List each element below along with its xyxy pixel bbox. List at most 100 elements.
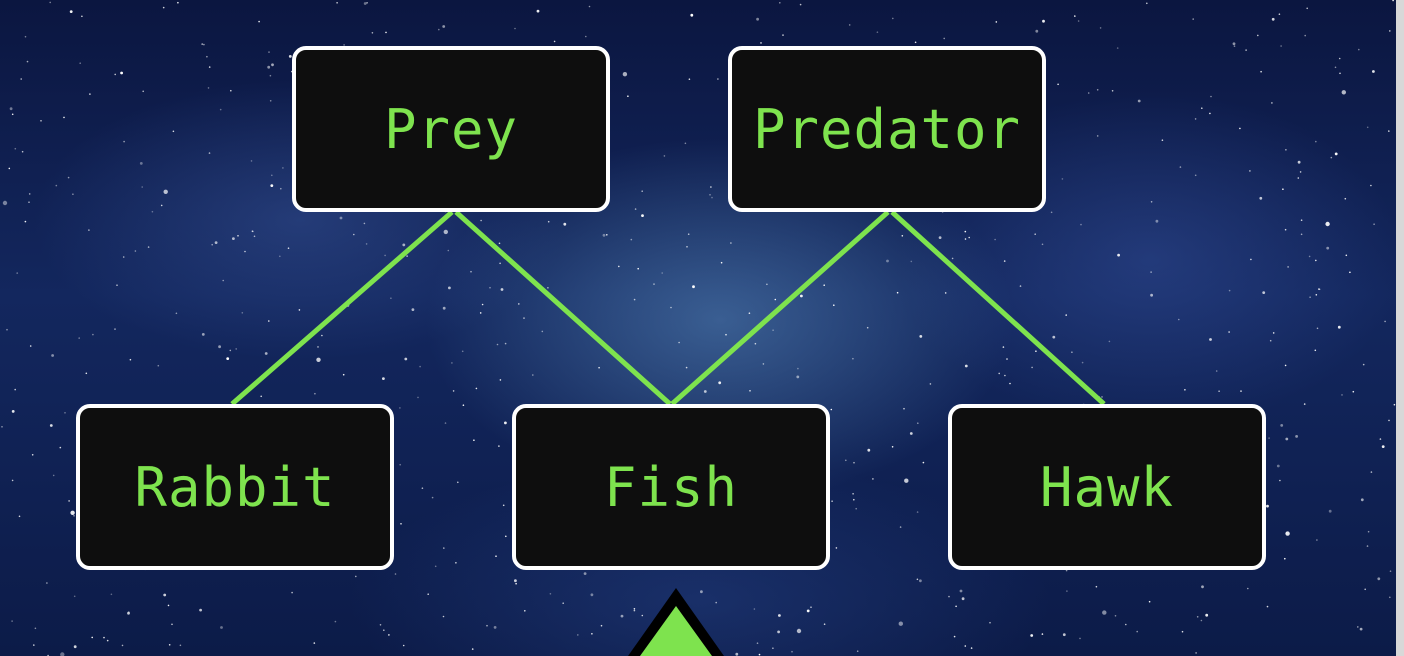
star <box>1266 605 1269 608</box>
star <box>26 60 29 63</box>
star <box>1266 504 1269 508</box>
star <box>334 620 337 623</box>
star <box>68 500 70 502</box>
star <box>162 6 165 9</box>
star <box>1285 149 1287 151</box>
star <box>1080 223 1082 226</box>
star <box>443 547 445 549</box>
star <box>1179 166 1182 168</box>
star <box>1339 72 1341 75</box>
star <box>160 204 163 207</box>
star <box>1030 634 1034 637</box>
star <box>772 329 774 332</box>
star <box>18 515 21 518</box>
star <box>298 309 301 311</box>
star <box>1278 13 1281 15</box>
star <box>1034 233 1036 235</box>
star <box>1358 48 1360 51</box>
star <box>55 184 58 187</box>
star <box>585 35 587 38</box>
star <box>128 611 130 613</box>
star <box>541 330 544 333</box>
star <box>385 31 387 34</box>
star <box>11 479 14 482</box>
star <box>207 87 210 89</box>
star <box>1002 346 1005 348</box>
star <box>103 636 105 639</box>
star <box>799 3 802 6</box>
star <box>383 629 385 631</box>
star <box>260 395 263 398</box>
star <box>1066 590 1068 592</box>
star <box>1111 90 1114 92</box>
star <box>1155 219 1159 223</box>
star <box>151 210 154 213</box>
star <box>1057 83 1059 86</box>
star <box>1364 588 1366 591</box>
star <box>2 200 8 206</box>
star <box>1295 435 1298 438</box>
star <box>964 364 968 368</box>
star <box>715 601 717 604</box>
star <box>471 648 474 650</box>
star <box>779 2 781 4</box>
star <box>1328 509 1332 513</box>
star <box>835 547 838 549</box>
star <box>1087 92 1090 94</box>
star <box>40 120 42 122</box>
star <box>766 283 768 286</box>
star <box>627 95 629 97</box>
star <box>1 426 3 428</box>
star <box>1284 228 1287 231</box>
star <box>14 388 16 391</box>
star <box>810 606 812 608</box>
star <box>856 650 859 652</box>
star <box>964 230 967 233</box>
star <box>909 432 913 435</box>
star <box>782 34 784 36</box>
star <box>73 515 75 517</box>
star <box>1341 90 1347 95</box>
star <box>79 62 81 64</box>
star <box>831 500 833 503</box>
star <box>316 357 321 362</box>
star <box>1315 259 1317 262</box>
star <box>1218 390 1220 393</box>
star <box>1233 45 1236 47</box>
star <box>943 37 945 40</box>
star <box>749 390 751 392</box>
node-prey-label: Prey <box>383 97 519 161</box>
star <box>502 504 505 507</box>
star <box>353 233 355 236</box>
star <box>961 597 965 601</box>
edge-prey-rabbit <box>230 210 454 406</box>
star <box>995 21 998 23</box>
star <box>896 291 899 294</box>
star <box>748 312 751 315</box>
star <box>1194 118 1197 120</box>
star <box>830 408 833 411</box>
star <box>944 292 947 294</box>
star <box>1161 139 1164 141</box>
star <box>964 645 967 647</box>
star <box>690 13 694 17</box>
star <box>867 448 871 452</box>
star <box>250 160 253 162</box>
star <box>481 303 484 306</box>
node-rabbit-label: Rabbit <box>134 455 336 519</box>
star <box>172 130 175 133</box>
star <box>46 582 48 584</box>
star <box>852 493 854 495</box>
star <box>11 620 13 622</box>
star <box>1240 390 1242 392</box>
star <box>1250 258 1252 261</box>
star <box>904 478 909 483</box>
star <box>1334 152 1338 156</box>
star <box>457 481 459 484</box>
star <box>1201 585 1204 589</box>
star <box>547 220 550 223</box>
star <box>1178 318 1180 321</box>
star <box>1108 340 1111 343</box>
star <box>51 354 54 357</box>
